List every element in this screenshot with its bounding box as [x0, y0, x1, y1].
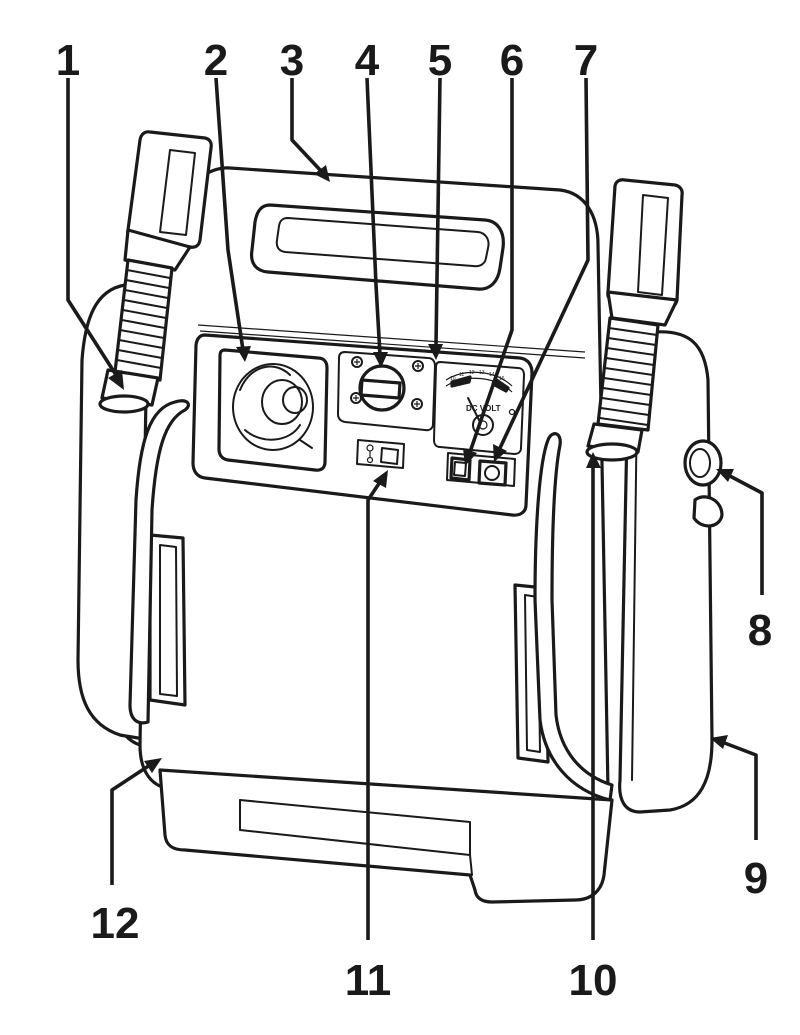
callout-numbers: 1 2 3 4 5 6 7 8 9 10 11 12: [56, 36, 772, 1005]
meter-tick-5: 15: [499, 376, 505, 382]
meter-tick-0: 10: [450, 376, 456, 382]
right-battery-clamp: [606, 178, 684, 327]
callout-11: 11: [345, 956, 392, 1005]
left-battery-clamp: [123, 130, 213, 272]
callout-12: 12: [91, 899, 140, 948]
left-hose-hook: [148, 533, 187, 707]
side-knob: [683, 439, 724, 528]
callout-4: 4: [355, 36, 380, 85]
meter-tick-1: 11: [459, 372, 464, 378]
power-outlet: [337, 351, 436, 432]
callout-9: 9: [744, 854, 768, 903]
callout-7: 7: [574, 36, 598, 85]
leader-lines: [66, 77, 764, 940]
work-light: [217, 348, 329, 472]
light-switch: [356, 439, 405, 469]
callout-1: 1: [56, 36, 80, 85]
carry-handle: [249, 203, 505, 291]
right-clamp-hose: [585, 316, 660, 462]
callout-8: 8: [748, 606, 772, 655]
meter-tick-2: 12: [469, 370, 475, 376]
left-clamp-hose: [98, 258, 174, 414]
callout-5: 5: [428, 36, 452, 85]
callout-3: 3: [280, 36, 304, 85]
meter-tick-3: 13: [479, 370, 485, 376]
callout-6: 6: [500, 36, 524, 85]
meter-buttons: [446, 452, 516, 487]
meter-tick-4: 14: [489, 372, 495, 378]
callout-10: 10: [569, 956, 618, 1005]
callout-2: 2: [204, 36, 228, 85]
